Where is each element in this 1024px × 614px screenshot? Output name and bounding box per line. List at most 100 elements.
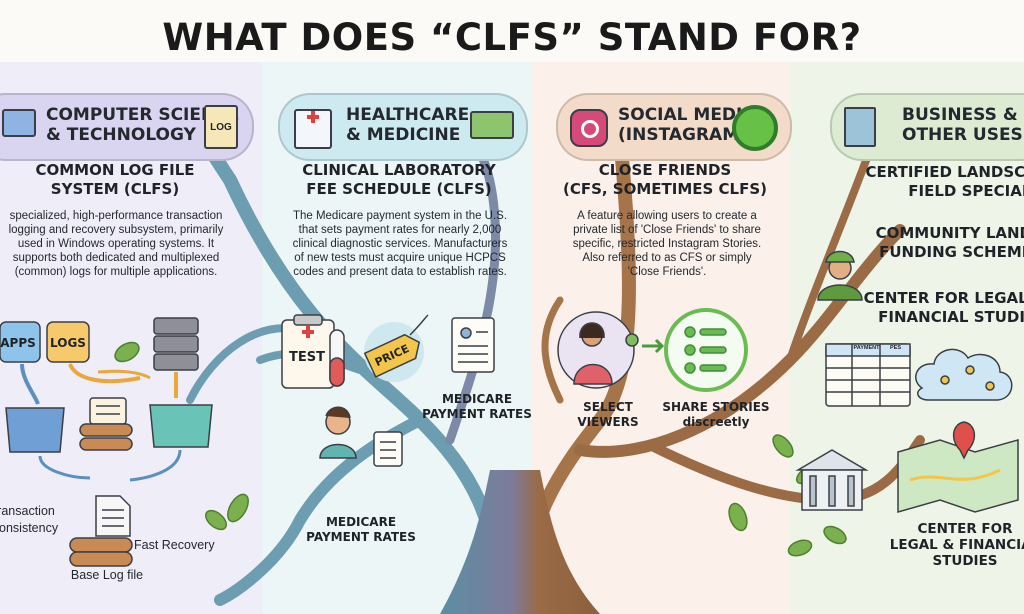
social-heading-line1: CLOSE FRIENDS — [598, 161, 732, 179]
medicare-bottom-line2: PAYMENT RATES — [306, 530, 416, 544]
tree-trunk — [440, 470, 600, 614]
leaves — [114, 341, 847, 557]
medicare-rates-label-bottom: MEDICARE PAYMENT RATES — [296, 515, 426, 545]
health-description: The Medicare payment system in the U.S. … — [264, 209, 536, 279]
business-item-3-line2: FINANCIAL STUDIES — [878, 308, 1024, 326]
business-item-2: COMMUNITY LAND FUNDING SCHEME — [876, 224, 1024, 262]
money-icon — [470, 111, 514, 139]
business-item-1: CERTIFIED LANDSCAPE FIELD SPECIALIST — [865, 163, 1024, 201]
social-heading: CLOSE FRIENDS (CFS, SOMETIMES CLFS) — [560, 161, 770, 199]
page-title: WHAT DOES “CLFS” STAND FOR? — [162, 16, 862, 59]
arrow-icon — [642, 338, 665, 354]
apps-card — [0, 321, 41, 363]
document-icon — [95, 495, 131, 537]
medicare-top-line2: PAYMENT RATES — [422, 407, 532, 421]
medicare-rates-label-top: MEDICARE PAYMENT RATES — [412, 392, 542, 422]
table-header-payment: PAYMENT — [853, 345, 880, 351]
category-pill-health: HEALTHCARE & MEDICINE — [278, 93, 528, 161]
cs-desc-line: supports both dedicated and multiplexed — [12, 252, 220, 264]
category-cs-line1: COMPUTER SCIENCE — [46, 105, 240, 125]
cs-heading-line1: COMMON LOG FILE — [35, 161, 195, 179]
wood-logs-icon — [69, 537, 133, 567]
network-nodes — [940, 365, 995, 391]
business-item-1-line2: FIELD SPECIALIST — [908, 182, 1024, 200]
bottom-line3: STUDIES — [932, 553, 998, 569]
category-label-social: SOCIAL MEDIA (INSTAGRAM) — [618, 105, 756, 145]
log-file-icon: LOG — [204, 105, 238, 149]
health-desc-line: The Medicare payment system in the U.S. — [292, 210, 508, 222]
cs-box-right — [149, 404, 213, 448]
spreadsheet-icon — [825, 343, 911, 407]
category-pill-business: BUSINESS & OTHER USES — [830, 93, 1024, 161]
share-stories-label: SHARE STORIES discreetly — [654, 400, 778, 430]
business-item-3-line1: CENTER FOR LEGAL & — [863, 289, 1024, 307]
category-health-line1: HEALTHCARE — [346, 105, 470, 125]
category-social-line2: (INSTAGRAM) — [618, 125, 747, 145]
health-heading: CLINICAL LABORATORY FEE SCHEDULE (CLFS) — [284, 161, 514, 199]
woman-avatar-icon — [573, 322, 613, 385]
log-badge-text: LOG — [210, 121, 232, 133]
computer-monitor-icon — [2, 109, 36, 137]
mini-avatar-icon — [625, 333, 639, 347]
bank-building-icon — [795, 449, 869, 511]
social-heading-line2: (CFS, SOMETIMES CLFS) — [562, 180, 768, 198]
cs-box-left — [5, 407, 65, 453]
select-line2: VIEWERS — [577, 415, 639, 429]
cs-desc-line: logging and recovery subsystem, primaril… — [8, 224, 224, 236]
health-illustrations — [281, 314, 495, 467]
landscaper-icon — [817, 250, 863, 301]
health-heading-line2: FEE SCHEDULE (CLFS) — [306, 180, 492, 198]
select-viewers-label: SELECT VIEWERS — [566, 400, 650, 430]
test-label: TEST — [289, 350, 325, 365]
health-desc-line: of new tests must acquire unique HCPCS — [294, 252, 506, 264]
logs-card — [46, 321, 90, 363]
social-desc-line: Also referred to as CFS or simply — [582, 252, 752, 264]
health-heading-line1: CLINICAL LABORATORY — [302, 161, 496, 179]
health-desc-line: that sets payment rates for nearly 2,000 — [298, 224, 502, 236]
map-icon — [897, 439, 1019, 513]
bottom-line1: CENTER FOR — [917, 521, 1013, 537]
price-tag-icon — [363, 333, 421, 378]
social-description: A feature allowing users to create a pri… — [554, 209, 780, 279]
category-label-health: HEALTHCARE & MEDICINE — [346, 105, 469, 145]
medicare-bottom-line1: MEDICARE — [325, 515, 397, 529]
business-item-2-line1: COMMUNITY LAND — [875, 224, 1024, 242]
social-desc-line: private list of 'Close Friends' to share — [573, 224, 761, 236]
logs-label: LOGS — [50, 336, 86, 350]
transaction-line1: Transaction — [0, 504, 55, 518]
test-clipboard-icon — [281, 314, 335, 389]
green-circle-icon — [732, 105, 778, 151]
category-business-line2: OTHER USES — [902, 125, 1023, 145]
health-desc-line: clinical diagnostic services. Manufactur… — [292, 238, 508, 250]
transaction-line2: Consistency — [0, 521, 59, 535]
server-icon — [153, 317, 199, 371]
hospital-icon — [294, 109, 332, 149]
category-business-line1: BUSINESS & — [902, 105, 1018, 125]
transaction-label: Transaction Consistency — [0, 503, 76, 537]
category-label-cs: COMPUTER SCIENCE & TECHNOLOGY — [46, 105, 239, 145]
health-desc-line: codes and present data to establish rate… — [293, 266, 507, 278]
share-line2: discreetly — [682, 415, 750, 429]
log-stack-icon — [79, 423, 133, 451]
patient-avatar-icon — [319, 406, 357, 459]
category-pill-social: SOCIAL MEDIA (INSTAGRAM) — [556, 93, 792, 161]
social-desc-line: A feature allowing users to create a — [577, 210, 757, 222]
fast-recovery-label: Fast Recovery — [134, 538, 215, 552]
category-pill-cs: COMPUTER SCIENCE & TECHNOLOGY LOG — [0, 93, 254, 161]
office-building-icon — [844, 107, 876, 147]
share-line1: SHARE STORIES — [662, 400, 770, 414]
select-line1: SELECT — [583, 400, 633, 414]
business-item-3: CENTER FOR LEGAL & FINANCIAL STUDIES — [864, 289, 1024, 327]
base-log-label: Base Log file — [70, 568, 144, 582]
cs-heading-line2: SYSTEM (CLFS) — [50, 180, 180, 198]
medicare-top-line1: MEDICARE — [441, 392, 513, 406]
apps-label: APPS — [0, 336, 36, 350]
business-bottom-label: CENTER FOR LEGAL & FINANCIAL STUDIES — [880, 521, 1024, 569]
cs-illustrations — [0, 317, 213, 567]
map-pin-icon — [952, 421, 976, 460]
social-desc-line: specific, restricted Instagram Stories. — [572, 238, 762, 250]
cs-desc-line: used in Windows operating systems. It — [17, 238, 215, 250]
social-illustrations — [557, 308, 748, 392]
social-desc-line: 'Close Friends'. — [627, 266, 707, 278]
cs-desc-line: specialized, high-performance transactio… — [9, 210, 223, 222]
